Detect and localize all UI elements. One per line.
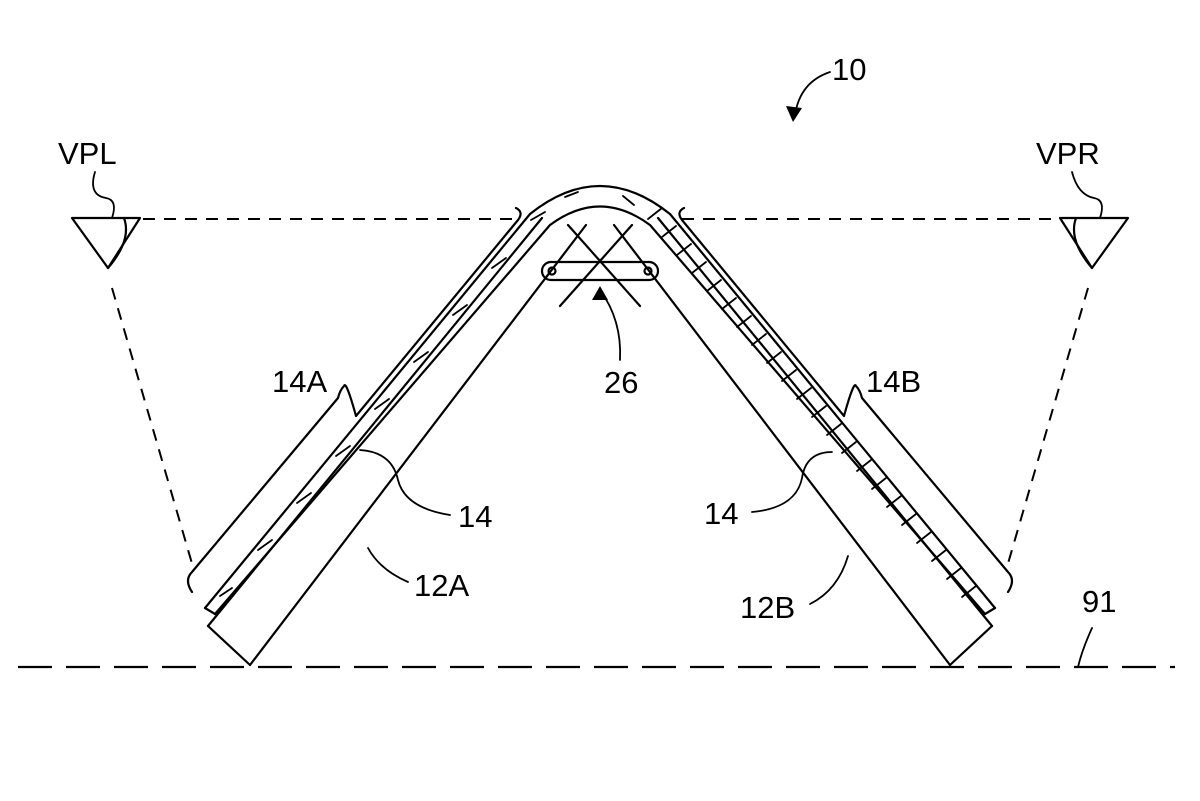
hinge-link	[540, 260, 660, 282]
housing-right	[612, 216, 994, 667]
flexible-display	[203, 185, 997, 616]
leader-12a	[367, 547, 409, 583]
label-12a: 12A	[414, 568, 469, 603]
brace-right	[678, 206, 1014, 594]
eye-left-icon	[70, 216, 142, 270]
label-14-left: 14	[458, 499, 492, 534]
label-14b: 14B	[866, 364, 921, 399]
housing-left	[206, 216, 588, 667]
hinge-crossing	[558, 223, 642, 308]
label-91: 91	[1082, 584, 1116, 619]
label-14-right: 14	[704, 496, 738, 531]
brace-left	[186, 206, 522, 594]
label-vpr: VPR	[1036, 136, 1100, 171]
arrow-26-icon	[592, 286, 608, 300]
leader-12b	[809, 555, 849, 605]
label-14a: 14A	[272, 364, 327, 399]
label-vpl: VPL	[58, 136, 117, 171]
label-12b: 12B	[740, 590, 795, 625]
leader-14-right	[751, 451, 833, 513]
leader-91	[1077, 627, 1093, 668]
leader-vpl	[92, 171, 115, 219]
label-26: 26	[604, 365, 638, 400]
leader-14-left	[359, 449, 451, 516]
sight-lines	[111, 218, 1089, 568]
leader-26	[599, 289, 622, 361]
leader-vpr	[1071, 171, 1103, 219]
display-left-hatching	[219, 191, 579, 597]
label-device: 10	[832, 52, 866, 87]
arrow-10-icon	[786, 106, 802, 122]
eye-right-icon	[1058, 216, 1130, 270]
display-right-hatching	[622, 195, 977, 598]
